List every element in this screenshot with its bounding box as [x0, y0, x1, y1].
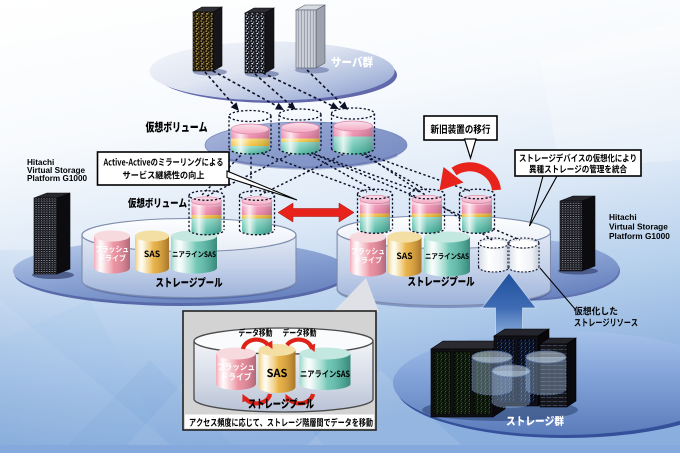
svg-text:Platform G1000: Platform G1000 [27, 174, 88, 183]
svg-text:Hitachi: Hitachi [609, 212, 637, 222]
svg-text:Hitachi: Hitachi [27, 158, 54, 167]
svg-text:Platform G1000: Platform G1000 [609, 231, 670, 241]
svg-text:Virtual Storage: Virtual Storage [27, 166, 86, 175]
svg-text:Virtual Storage: Virtual Storage [609, 222, 668, 232]
